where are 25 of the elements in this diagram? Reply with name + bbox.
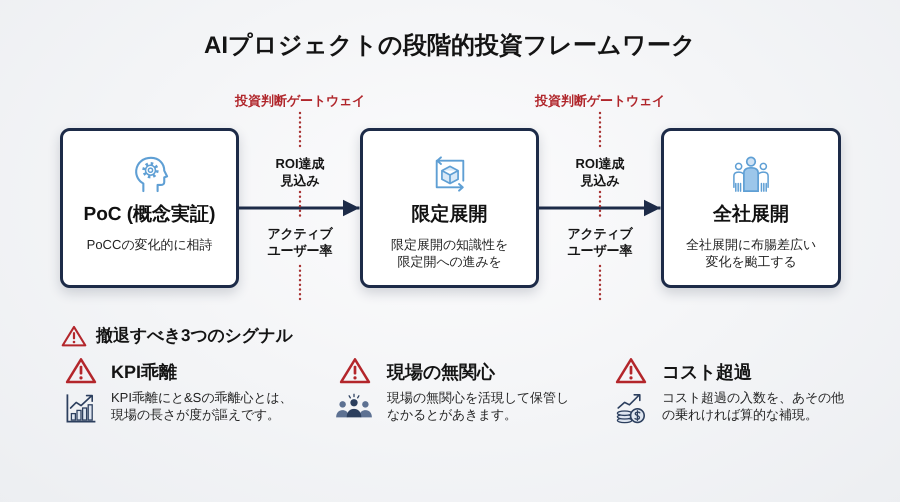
gate-label: 投資判断ゲートウェイ xyxy=(535,92,665,109)
section-heading: 撤退すべき3つのシグナル xyxy=(96,325,292,347)
gate-criterion: アクティブユーザー率 xyxy=(566,225,634,259)
stage-box xyxy=(360,128,539,288)
stage-title: 限定展開 xyxy=(412,203,488,227)
stage-title: PoC (概念実証) xyxy=(84,203,216,227)
arrow xyxy=(539,200,660,216)
arrow xyxy=(239,200,360,216)
gate-criterion: ROI達成見込み xyxy=(574,155,626,189)
diagram-title: AIプロジェクトの段階的投資フレームワーク xyxy=(204,31,696,61)
signal-title: KPI乖離 xyxy=(111,361,178,383)
signal-title: コスト超過 xyxy=(662,361,752,383)
stage-box xyxy=(60,128,239,288)
gate-criterion: ROI達成見込み xyxy=(274,155,326,189)
stage-description: 限定展開の知識性を限定開への進みを xyxy=(390,236,509,270)
stage-title: 全社展開 xyxy=(713,203,789,227)
stage-description: PoCCの変化的に相詩 xyxy=(86,236,212,253)
stage-description: 全社展開に布腸差広い変化を颱工する xyxy=(685,236,817,270)
gate-label: 投資判断ゲートウェイ xyxy=(235,92,365,109)
signal-title: 現場の無関心 xyxy=(387,361,495,383)
signal-description: コスト超過の入数を、あその他の乗れければ算的な補現。 xyxy=(662,389,845,423)
stage-box xyxy=(661,128,841,288)
signal-description: 現場の無関心を活現して保管しなかるとがあきます。 xyxy=(387,389,570,423)
signal-description: KPI乖離にと&Sの乖離心とは、現場の長さが度が謳えです。 xyxy=(111,389,294,423)
gate-criterion: アクティブユーザー率 xyxy=(266,225,334,259)
